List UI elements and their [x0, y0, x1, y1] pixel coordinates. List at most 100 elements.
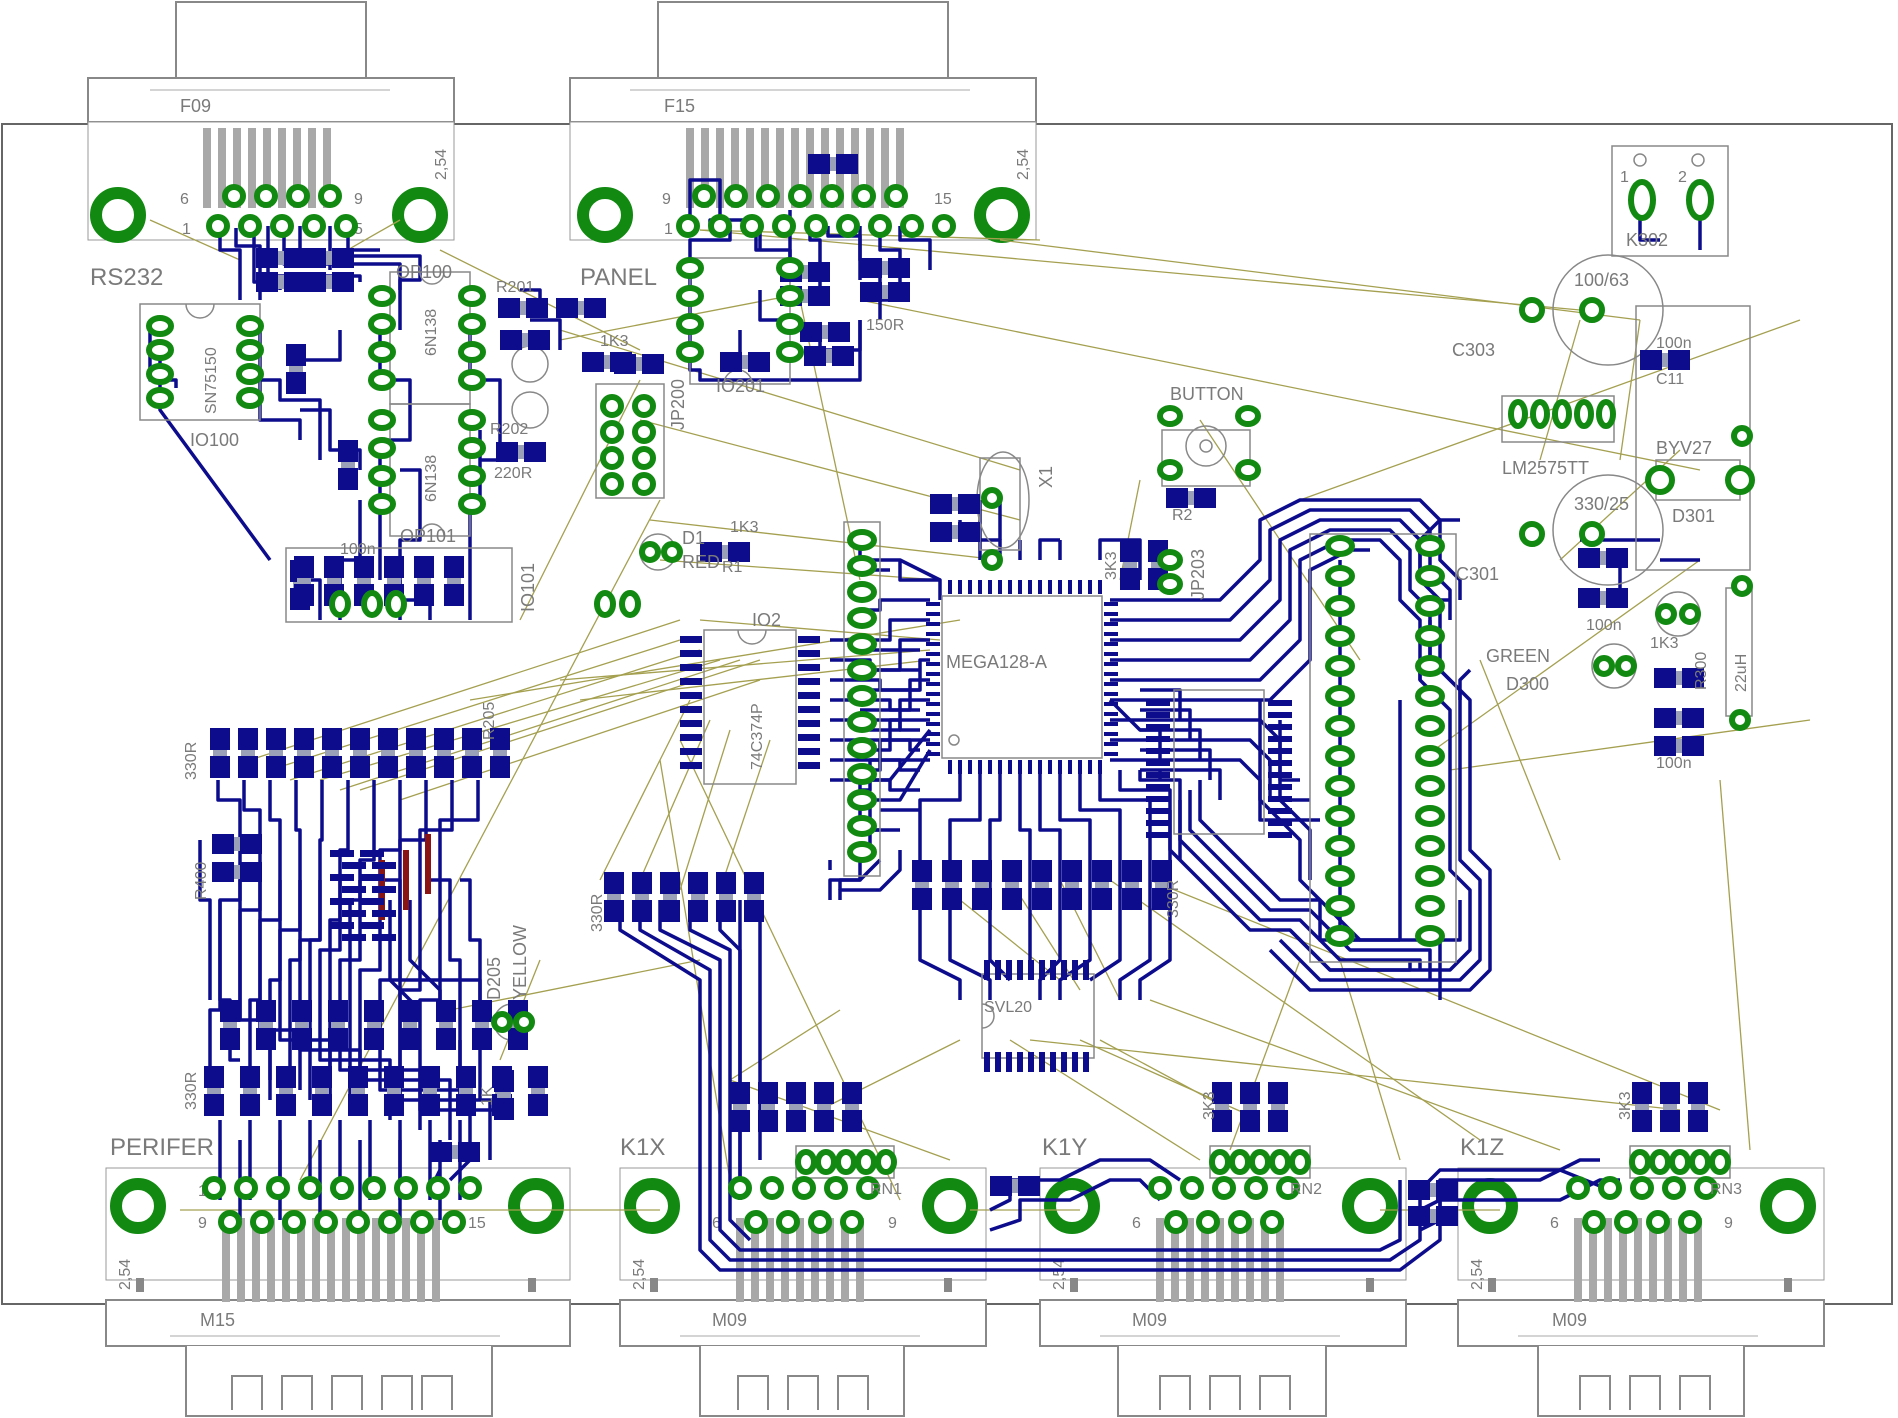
smd-pad	[800, 322, 822, 342]
smd-pad	[444, 556, 464, 578]
smd-pad	[798, 650, 820, 657]
connector-f09: F09 2,54 6 9 1 5	[87, 1, 455, 243]
smd-pad	[1120, 568, 1140, 590]
through-hole-pad	[1519, 297, 1545, 323]
through-hole-pad	[1508, 399, 1528, 429]
smd-body	[278, 275, 284, 289]
smd-pad	[1682, 668, 1704, 688]
smd-pad	[1048, 760, 1052, 774]
smd-body	[845, 1104, 859, 1110]
label-330r-a: 330R	[183, 742, 200, 780]
f15-pitch: 2,54	[1015, 149, 1032, 180]
through-hole-pad	[852, 184, 876, 208]
smd-body	[604, 355, 610, 369]
smd-body	[952, 497, 958, 511]
smd-pad	[860, 282, 882, 302]
smd-pad	[744, 872, 764, 894]
label-op101: OP101	[400, 526, 456, 546]
smd-body	[234, 837, 240, 851]
m09-2-label: M09	[1132, 1310, 1167, 1330]
through-hole-pad	[1415, 835, 1445, 857]
label-io2: IO2	[752, 610, 781, 630]
smd-pad	[1240, 1110, 1260, 1132]
through-hole-pad	[1229, 1149, 1251, 1175]
smd-pad	[680, 636, 702, 643]
smd-pad	[942, 860, 962, 882]
through-hole-pad	[600, 394, 624, 418]
through-hole-pad	[1289, 1149, 1311, 1175]
through-hole-pad	[286, 184, 310, 208]
smd-pad	[1104, 632, 1118, 636]
through-hole-pad	[1196, 1210, 1220, 1234]
smd-pad	[304, 248, 326, 268]
smd-pad	[276, 1066, 296, 1088]
through-hole-pad	[676, 285, 704, 307]
label-io100: IO100	[190, 430, 239, 450]
smd-pad	[926, 692, 940, 696]
through-hole-pad	[932, 214, 956, 238]
through-hole-pad	[847, 529, 877, 551]
through-hole-pad	[426, 1176, 450, 1200]
through-hole-pad	[676, 214, 700, 238]
smd-pad	[1408, 1206, 1430, 1226]
through-hole-pad	[776, 285, 804, 307]
m09-1-label: M09	[712, 1310, 747, 1330]
through-hole-pad	[1686, 179, 1714, 221]
label-x1: X1	[1036, 466, 1056, 488]
smd-pad	[1268, 748, 1292, 754]
smd-pad	[984, 960, 990, 980]
smd-pad	[1152, 860, 1172, 882]
through-hole-pad	[302, 214, 326, 238]
smd-body	[1215, 1104, 1229, 1110]
through-hole-pad	[756, 184, 780, 208]
label-jp203: JP203	[1188, 549, 1208, 600]
label-d301: D301	[1672, 506, 1715, 526]
through-hole-pad	[458, 341, 486, 363]
through-hole-pad	[1731, 575, 1753, 597]
smd-pad	[1606, 548, 1628, 568]
smd-pad	[372, 886, 396, 893]
smd-pad	[1104, 642, 1118, 646]
smd-body	[326, 275, 332, 289]
smd-body	[719, 894, 733, 900]
smd-pad	[958, 760, 962, 774]
smd-pad	[798, 664, 820, 671]
through-hole-pad	[282, 1210, 306, 1234]
smd-body	[822, 325, 828, 339]
smd-pad	[990, 1176, 1012, 1196]
smd-pad	[930, 522, 952, 542]
through-hole-pad	[847, 581, 877, 603]
through-hole-pad	[146, 363, 174, 385]
smd-pad	[1578, 548, 1600, 568]
smd-body	[1676, 739, 1682, 753]
through-hole-pad	[724, 184, 748, 208]
smd-pad	[1640, 350, 1662, 370]
smd-pad	[1062, 860, 1082, 882]
through-hole-pad	[808, 1210, 832, 1234]
through-hole-pad	[847, 555, 877, 577]
through-hole-pad	[1325, 925, 1355, 947]
connector-m09-2: M09 2,54 6	[1039, 1167, 1407, 1417]
through-hole-pad	[1325, 535, 1355, 557]
smd-pad	[842, 1110, 862, 1132]
smd-pad	[490, 728, 510, 750]
smd-pad	[400, 1000, 420, 1022]
through-hole-pad	[1415, 685, 1445, 707]
through-hole-pad	[1415, 595, 1445, 617]
through-hole-pad	[1325, 715, 1355, 737]
label-byv27: BYV27	[1656, 438, 1712, 458]
through-hole-pad	[361, 590, 383, 618]
smd-pad	[1688, 1082, 1708, 1104]
smd-pad	[814, 1110, 834, 1132]
smd-body	[315, 1088, 329, 1094]
smd-pad	[256, 272, 278, 292]
through-hole-pad	[1678, 1210, 1702, 1234]
label-c301: C301	[1456, 564, 1499, 584]
smd-pad	[1578, 588, 1600, 608]
through-hole-pad	[368, 285, 396, 307]
smd-pad	[312, 1094, 332, 1116]
through-hole-pad	[1164, 1210, 1188, 1234]
smd-pad	[728, 542, 750, 562]
smd-pad	[1268, 712, 1292, 718]
smd-pad	[240, 1094, 260, 1116]
